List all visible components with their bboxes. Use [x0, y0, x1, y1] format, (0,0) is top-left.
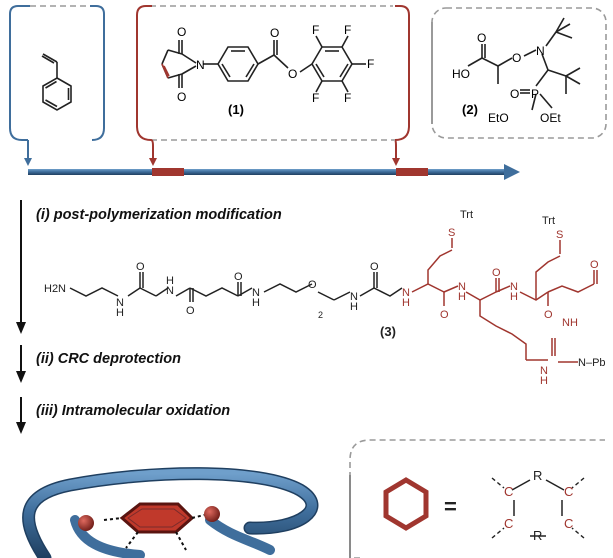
atom-label: O	[308, 279, 317, 291]
polymer-chain	[28, 164, 520, 180]
atom-label: H	[458, 291, 466, 303]
atom-label: F	[344, 23, 351, 37]
crosslink-bead	[78, 515, 94, 531]
atom-label: O	[544, 309, 553, 321]
atom-label: P	[531, 87, 539, 101]
styrene-box	[9, 5, 105, 166]
atom-label: H	[350, 301, 358, 313]
atom-label: S	[556, 229, 563, 241]
compound-1-label: (1)	[228, 102, 244, 117]
atom-label: O	[370, 261, 379, 273]
atom-label: F	[312, 23, 319, 37]
atom-label: H	[540, 375, 548, 387]
atom-label: C	[564, 516, 573, 531]
atom-label: N	[402, 287, 410, 299]
step-iii-label: (iii) Intramolecular oxidation	[36, 403, 231, 419]
cyclized-polymer-illustration	[22, 467, 319, 558]
atom-label: O	[177, 90, 186, 104]
compound-1-box: O O N O O F F F F F (1)	[136, 5, 410, 166]
compound-2-box: HO O O N O P EtO OEt (2)	[431, 7, 607, 139]
crosslink-bead	[204, 506, 220, 522]
atom-label: R	[533, 468, 542, 483]
atom-label: F	[312, 91, 319, 105]
atom-label: H	[116, 307, 124, 319]
atom-label: H2N	[44, 283, 66, 295]
equals-sign: =	[444, 494, 457, 519]
step-arrows	[16, 200, 26, 434]
atom-label: N	[350, 291, 358, 303]
peptide-3-structure: H2N N H O H N O O N H O 2 N H O N H S Tr…	[44, 209, 606, 387]
subscript-label: 2	[318, 310, 323, 320]
atom-label: F	[344, 91, 351, 105]
atom-label: R	[533, 528, 542, 543]
atom-label: H	[252, 297, 260, 309]
atom-label: H	[510, 291, 518, 303]
atom-label: H	[402, 297, 410, 309]
atom-label: O	[270, 26, 279, 40]
atom-label: C	[504, 484, 513, 499]
atom-label: HO	[452, 67, 470, 81]
atom-label: N	[540, 365, 548, 377]
atom-label: F	[367, 57, 374, 71]
compound-2-structure	[467, 17, 581, 111]
hexagon-icon	[383, 477, 429, 531]
atom-label: N–Pb	[578, 357, 606, 369]
atom-label: EtO	[488, 111, 509, 125]
atom-label: N	[116, 297, 124, 309]
atom-label: N	[166, 285, 174, 297]
compound-2-label: (2)	[462, 102, 478, 117]
atom-label: Trt	[542, 215, 555, 227]
atom-label: N	[510, 281, 518, 293]
atom-label: O	[492, 267, 501, 279]
atom-label: NH	[562, 317, 578, 329]
compound-3-label: (3)	[380, 324, 396, 339]
atom-label: O	[288, 67, 297, 81]
atom-label: C	[504, 516, 513, 531]
atom-label: O	[510, 87, 519, 101]
step-ii-label: (ii) CRC deprotection	[36, 351, 181, 367]
atom-label: O	[512, 51, 521, 65]
atom-label: N	[252, 287, 260, 299]
atom-label: S	[448, 227, 455, 239]
atom-label: O	[136, 261, 145, 273]
atom-label: O	[590, 259, 599, 271]
atom-label: O	[234, 271, 243, 283]
atom-label: C	[564, 484, 573, 499]
styrene-structure	[41, 53, 72, 111]
legend-box: = C C C C R R	[349, 439, 605, 558]
atom-label: N	[196, 58, 205, 72]
atom-label: H	[166, 275, 174, 287]
atom-label: O	[177, 25, 186, 39]
atom-label: OEt	[540, 111, 561, 125]
atom-label: N	[458, 281, 466, 293]
atom-label: N	[536, 44, 545, 58]
compound-1-structure: O O N O O F F F F F (1)	[161, 23, 374, 117]
atom-label: O	[477, 31, 486, 45]
atom-label: O	[440, 309, 449, 321]
atom-label: O	[186, 305, 195, 317]
atom-label: Trt	[460, 209, 473, 221]
step-i-label: (i) post-polymerization modification	[36, 207, 282, 223]
